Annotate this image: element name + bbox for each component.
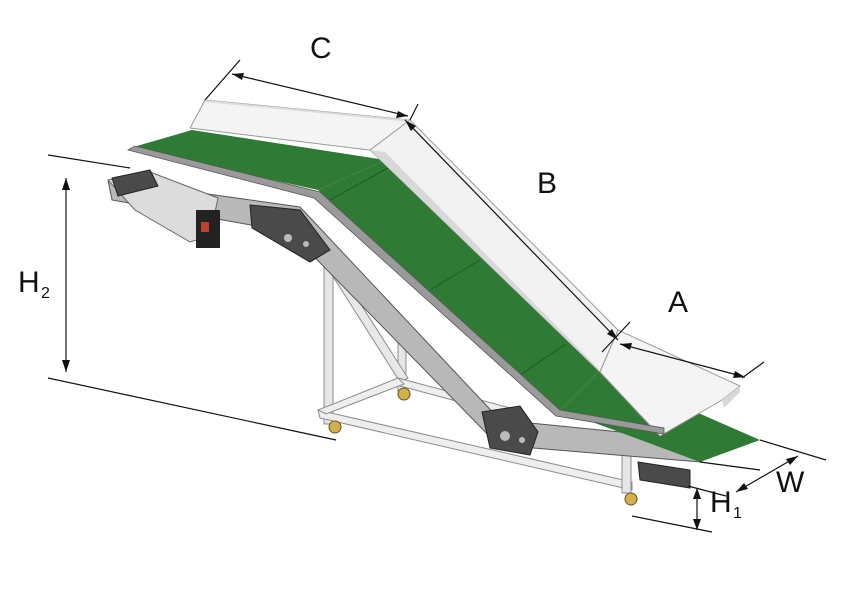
dimension-labels: C B A W H 1 H 2 [18, 32, 805, 522]
dim-line-w [735, 455, 799, 493]
dim-line-a [619, 343, 746, 378]
label-h1-sub: 1 [733, 505, 742, 522]
bend-plate-upper [249, 204, 331, 263]
motor-label [201, 222, 209, 232]
end-plate-lower [637, 461, 691, 489]
label-b: B [537, 167, 557, 200]
base-rail-front [317, 409, 633, 491]
caster-wheel [624, 492, 638, 506]
base-crossbar [316, 377, 405, 415]
label-a: A [668, 286, 688, 319]
label-c: C [310, 32, 332, 65]
bend-bolt [500, 431, 510, 441]
dim-line-c [231, 73, 409, 117]
front-rail [126, 145, 665, 435]
label-h2-sub: 2 [41, 285, 50, 302]
guard-lower-face [722, 386, 740, 408]
dimension-lines [47, 59, 827, 533]
bend-bolt [303, 241, 309, 247]
rear-leg [323, 261, 334, 425]
label-w: W [776, 466, 805, 499]
end-plate-upper [111, 169, 159, 197]
label-h2: H [18, 266, 40, 299]
bend-bolt [284, 234, 292, 242]
side-guard [126, 99, 741, 437]
front-leg [621, 454, 632, 494]
belt-upper-flat [130, 130, 385, 190]
bend-bolt [519, 437, 525, 443]
guard-incline-shadow [370, 150, 600, 372]
bend-plate-lower [481, 405, 539, 456]
belt-incline [318, 160, 600, 410]
caster-wheel [397, 387, 411, 401]
dim-line-b [404, 119, 619, 341]
guard-face-upper [205, 100, 410, 122]
caster-wheel [328, 420, 342, 434]
label-h1: H [710, 486, 732, 519]
